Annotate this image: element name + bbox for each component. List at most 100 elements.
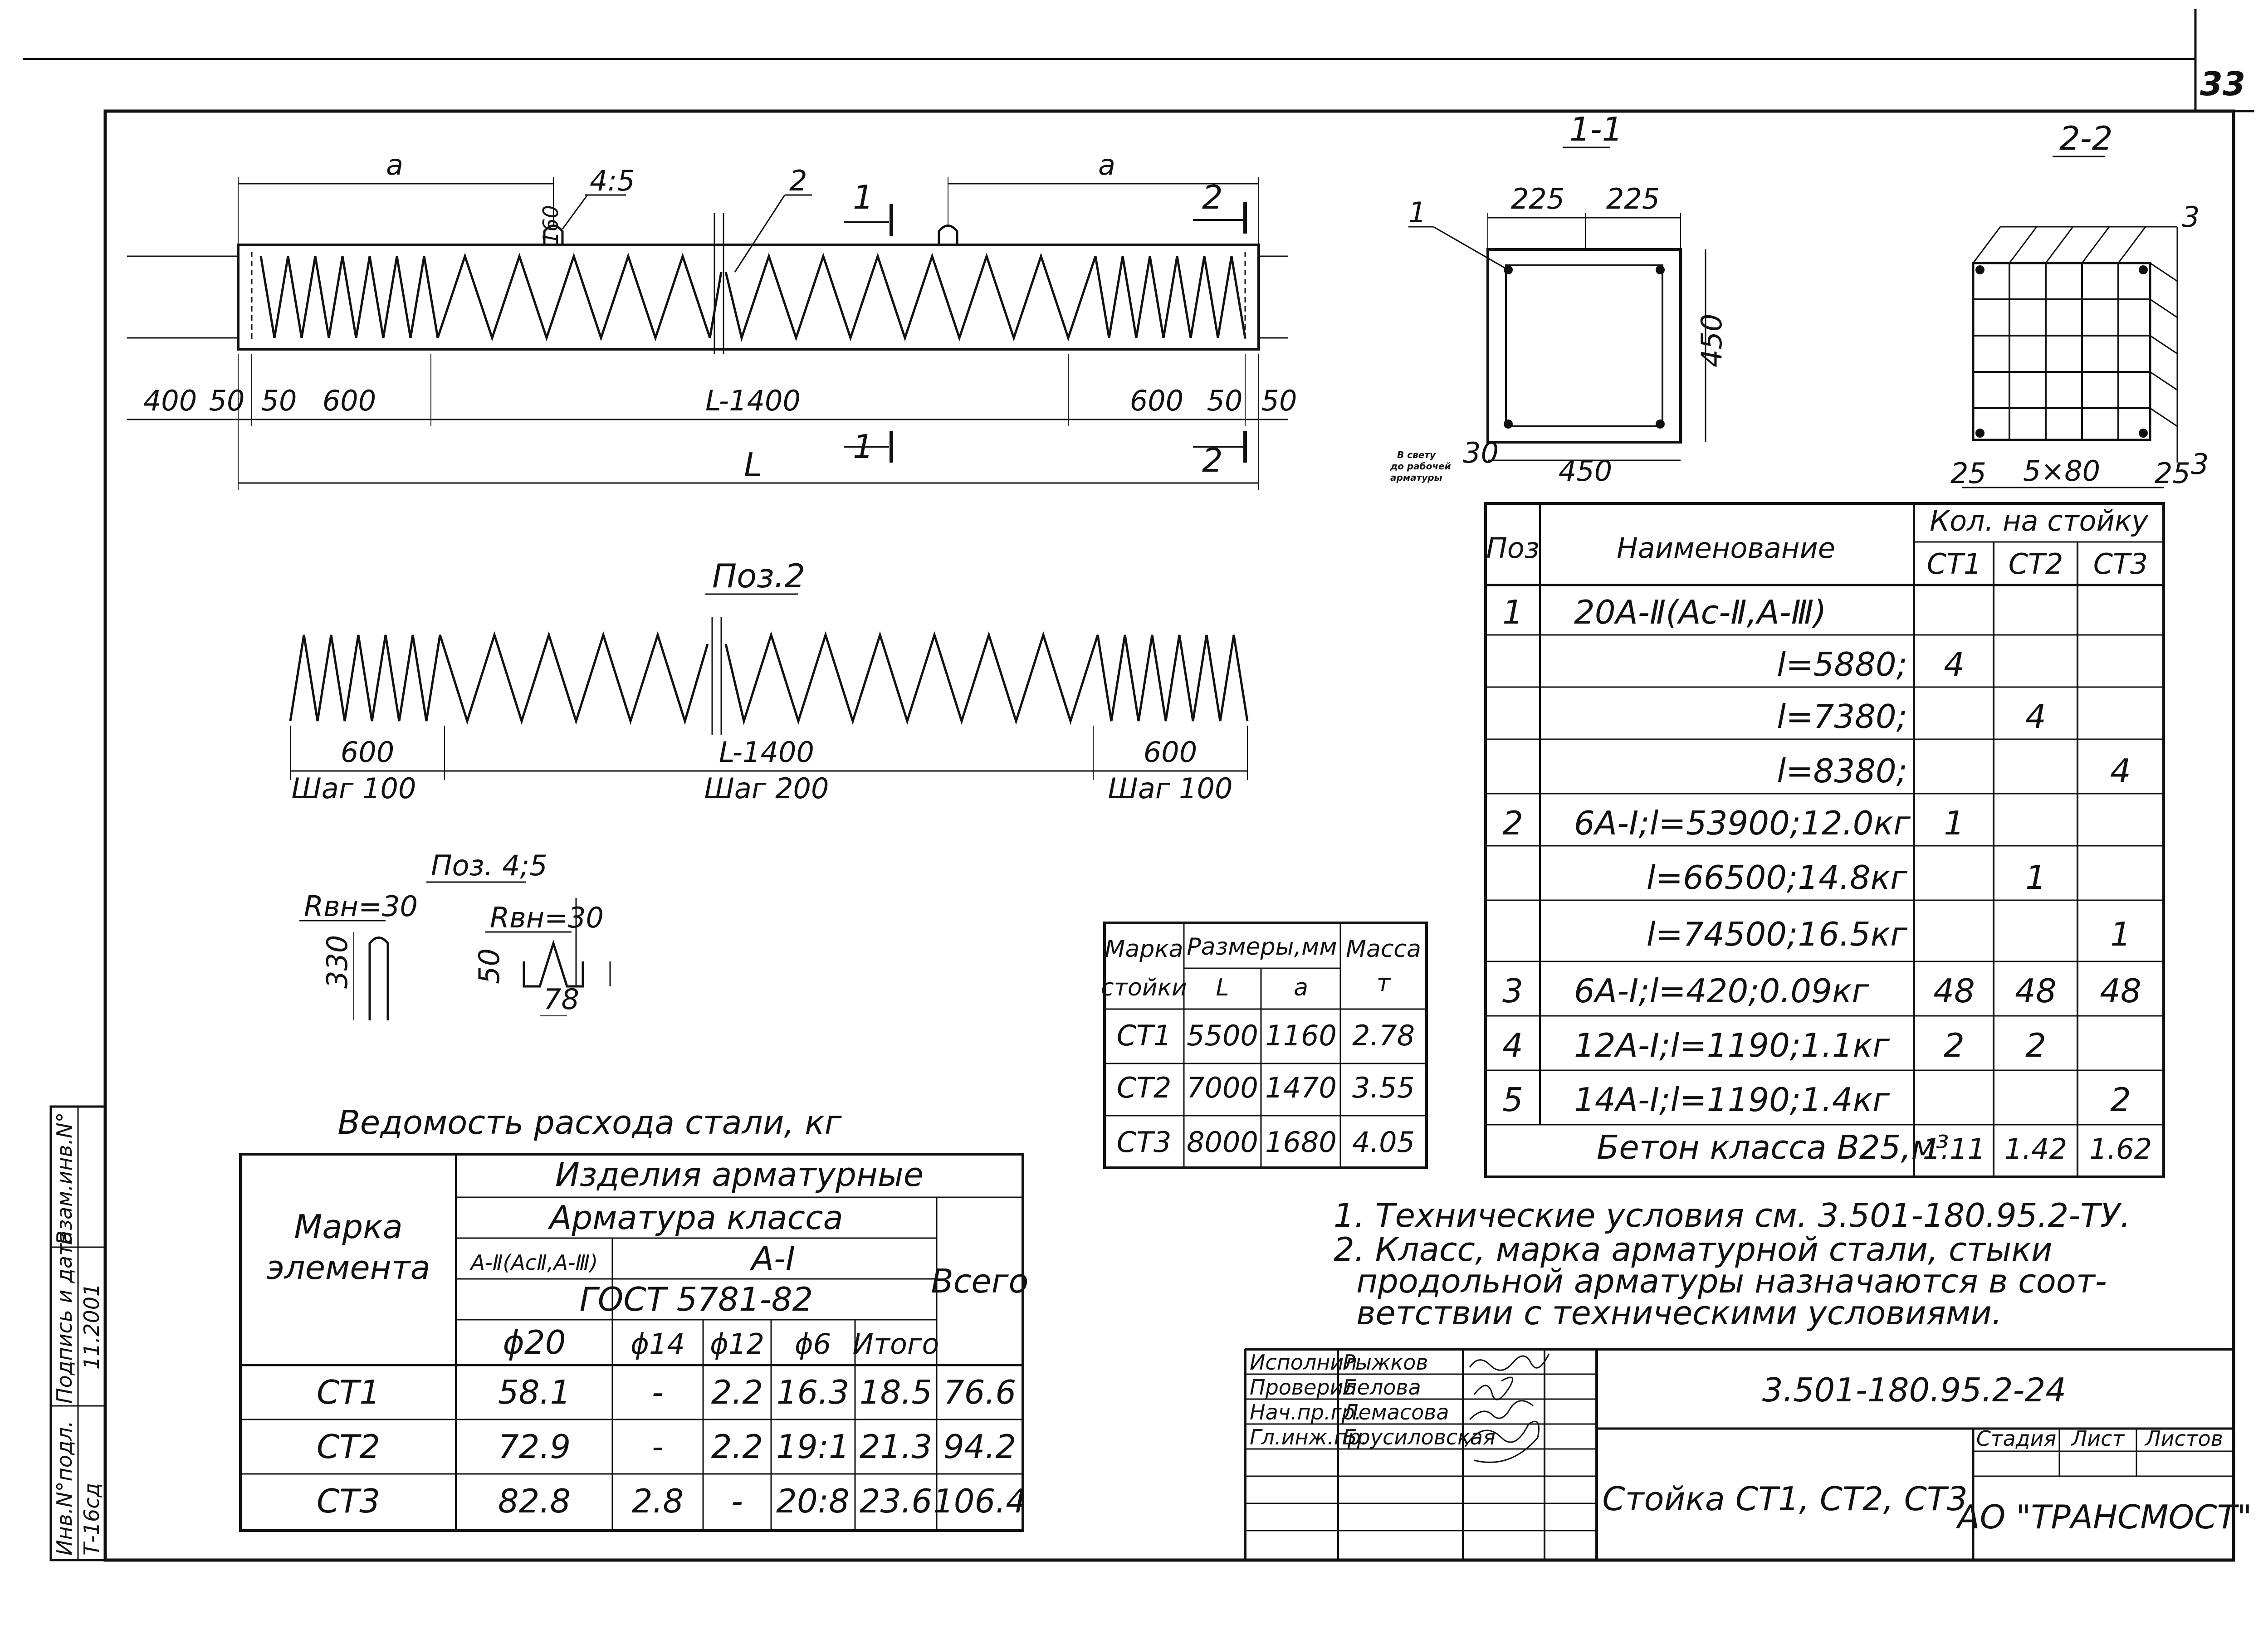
section22-pos3a: 3 xyxy=(2182,200,2200,234)
side-stamp-vzam: Взам.инв.N° xyxy=(52,1112,77,1245)
poz45-h330: 330 xyxy=(321,935,354,989)
section22-dim-25b: 25 xyxy=(2155,457,2190,490)
poz2-step-right: Шаг 100 xyxy=(1108,772,1233,805)
spec-row-ct2: 48 xyxy=(2015,972,2057,1010)
tb-doc-code: 3.501-180.95.2-24 xyxy=(1762,1371,2066,1409)
tb-sheet: Лист xyxy=(2071,1426,2125,1451)
spec-row-name: l=7380; xyxy=(1777,697,1907,736)
section-1-1: 1-1 225 225 450 450 30 1 В свету до рабо… xyxy=(1390,110,1728,488)
section11-note-2: до рабочей xyxy=(1390,461,1451,472)
spec-header-qty: Кол. на стойку xyxy=(1930,504,2149,537)
elev-pos-45: 4:5 xyxy=(590,164,635,197)
steel-row-subtotal: 23.6 xyxy=(860,1482,932,1520)
spec-row-name: l=5880; xyxy=(1777,645,1907,683)
section11-dim-450h: 450 xyxy=(1559,454,1612,488)
poz45-h50: 50 xyxy=(473,948,506,984)
mass-row-mark: СТ3 xyxy=(1117,1126,1172,1159)
mass-row-mass: 2.78 xyxy=(1352,1019,1415,1052)
steel-header-armature-class: Арматура класса xyxy=(547,1199,843,1237)
side-stamp-date-value: 11.2001 xyxy=(79,1283,104,1370)
section-2-2: 2-2 xyxy=(1950,119,2209,490)
steel-header-products: Изделия арматурные xyxy=(555,1156,924,1194)
spec-row-name: 6А-Ⅰ;l=53900;12.0кг xyxy=(1574,804,1911,842)
side-stamp: Взам.инв.N° Подпись и дата Инв.N°подл. 1… xyxy=(49,1105,107,1561)
spec-row-ct2: 2 xyxy=(2025,1026,2046,1064)
steel-title: Ведомость расхода стали, кг xyxy=(337,1103,842,1141)
spiral-left xyxy=(259,253,723,341)
spec-row-ct3: 1 xyxy=(2110,915,2131,953)
tb-role: Гл.инж.пр. xyxy=(1250,1425,1368,1449)
section11-note-1: В свету xyxy=(1397,449,1436,460)
spec-row-pos: 2 xyxy=(1502,804,1523,842)
mass-header-a: a xyxy=(1294,974,1308,1001)
poz2-title: Поз.2 xyxy=(712,557,805,595)
title-block: 3.501-180.95.2-24 Стойка СТ1, СТ2, СТ3 С… xyxy=(1244,1348,2252,1560)
spec-header-ct1: СТ1 xyxy=(1927,547,1982,580)
elev-cut2-top: 2 xyxy=(1202,178,1223,216)
steel-table: Ведомость расхода стали, кг Марка элемен… xyxy=(239,1103,1029,1532)
elev-dim-50b: 50 xyxy=(261,384,297,417)
mass-header-unit: т xyxy=(1377,970,1391,997)
mass-row-a: 1160 xyxy=(1265,1019,1337,1052)
note-2: 2. Класс, марка арматурной стали, стыки xyxy=(1334,1230,2053,1268)
steel-header-total: Всего xyxy=(931,1262,1028,1300)
elev-pos-2: 2 xyxy=(789,164,807,197)
steel-row-d12: 2.2 xyxy=(711,1428,763,1466)
elev-dim-L1400: L-1400 xyxy=(705,384,801,417)
spec-concrete-ct1: 1.11 xyxy=(1923,1132,1985,1166)
mass-row-mark: СТ1 xyxy=(1117,1019,1172,1052)
signature-1 xyxy=(1469,1353,1550,1371)
section22-dim-5x80: 5×80 xyxy=(2023,454,2100,488)
elev-dim-a-right: a xyxy=(1098,148,1115,181)
spec-header-pos: Поз xyxy=(1486,532,1540,565)
spec-row-name: 14А-Ⅰ;l=1190;1.4кг xyxy=(1574,1081,1890,1119)
spec-concrete-ct3: 1.62 xyxy=(2089,1132,2152,1166)
steel-header-class-a2: А-Ⅱ(АсⅡ,А-Ⅲ) xyxy=(469,1250,598,1275)
side-stamp-inv-podl: Инв.N°подл. xyxy=(52,1420,77,1556)
mass-row-mark: СТ2 xyxy=(1117,1071,1172,1104)
sheet-number: 33 xyxy=(2200,65,2245,103)
mass-row-a: 1680 xyxy=(1265,1126,1337,1159)
steel-header-class-a1: А-Ⅰ xyxy=(750,1239,795,1278)
steel-row-d6: 20:8 xyxy=(776,1482,850,1520)
spec-row-ct1: 1 xyxy=(1944,804,1965,842)
steel-row-mark: СТ1 xyxy=(317,1373,380,1411)
steel-row-total: 106.4 xyxy=(933,1482,1026,1520)
poz2-step-left: Шаг 100 xyxy=(292,772,416,805)
tb-roles: ИсполнилРыжковПроверилБеловаНач.пр.гр.Ле… xyxy=(1250,1350,1496,1449)
elev-cut1-top: 1 xyxy=(853,178,874,216)
steel-row-d20: 82.8 xyxy=(498,1482,571,1520)
spec-row-ct1: 48 xyxy=(1933,972,1975,1010)
spec-row-name: l=74500;16.5кг xyxy=(1647,915,1908,953)
section11-dim-225a: 225 xyxy=(1511,182,1564,215)
note-1: 1. Технические условия см. 3.501-180.95.… xyxy=(1334,1196,2131,1234)
mass-row-a: 1470 xyxy=(1265,1071,1337,1104)
mass-row-L: 8000 xyxy=(1187,1126,1258,1159)
signature-4 xyxy=(1464,1420,1540,1463)
spec-row-ct3: 4 xyxy=(2110,752,2131,790)
side-stamp-inv-value: Т-16сд xyxy=(79,1483,104,1556)
poz45-view: Поз. 4;5 Rвн=30 330 Rвн=30 50 78 xyxy=(299,849,611,1020)
side-stamp-sign-date: Подпись и дата xyxy=(52,1231,77,1404)
section22-dim-25a: 25 xyxy=(1950,457,1986,490)
poz45-title: Поз. 4;5 xyxy=(431,849,547,882)
steel-header-mark1: Марка xyxy=(294,1208,403,1246)
spec-row-pos: 4 xyxy=(1502,1026,1523,1064)
elev-dim-50c: 50 xyxy=(1207,384,1243,417)
poz2-view: Поз.2 600 L-1400 600 Шаг 100 Шаг 200 Шаг… xyxy=(289,557,1249,805)
tb-role: Исполнил xyxy=(1250,1350,1357,1375)
steel-row-mark: СТ3 xyxy=(317,1482,380,1520)
tb-role: Нач.пр.гр. xyxy=(1250,1400,1361,1424)
spec-concrete-name: Бетон класса В25,м³ xyxy=(1597,1128,1949,1166)
poz2-step-mid: Шаг 200 xyxy=(704,772,829,805)
elev-dim-400: 400 xyxy=(143,384,197,417)
steel-row-d14: - xyxy=(652,1428,664,1466)
signature-3 xyxy=(1469,1400,1534,1420)
spec-header-ct3: СТ3 xyxy=(2093,547,2148,580)
poz45-w78: 78 xyxy=(543,983,579,1016)
steel-header-gost: ГОСТ 5781-82 xyxy=(580,1280,813,1318)
mass-header-mark: Марка xyxy=(1105,936,1183,963)
